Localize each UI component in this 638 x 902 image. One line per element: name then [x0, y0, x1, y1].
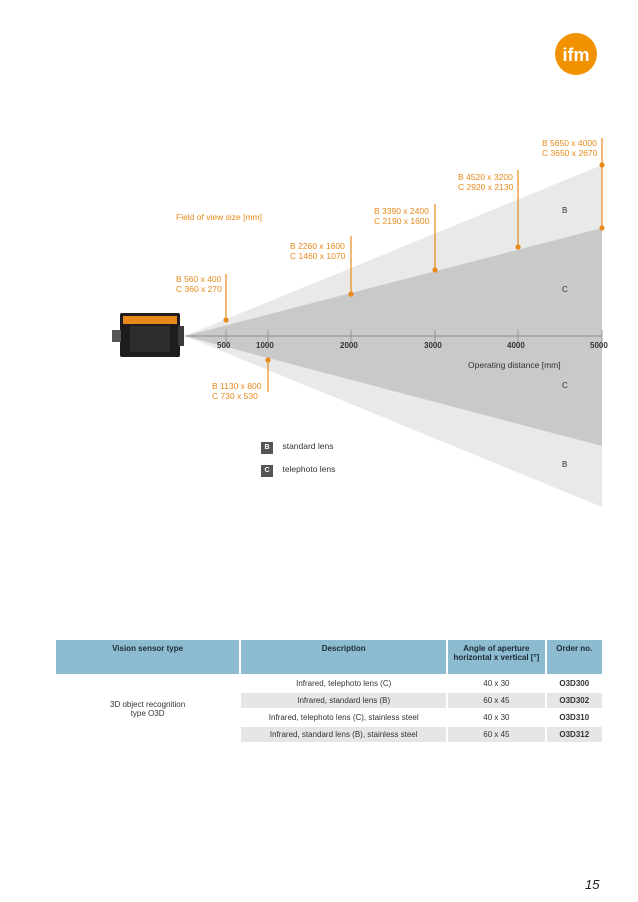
angle-cell: 60 x 45 — [448, 727, 545, 742]
header-description: Description — [241, 640, 447, 674]
telephoto-lens-cone — [185, 228, 602, 446]
legend: B standard lens C telephoto lens — [261, 436, 335, 477]
description-cell: Infrared, telephoto lens (C) — [296, 679, 392, 688]
tick-label: 3000 — [424, 341, 442, 350]
o3d-sensor-icon — [112, 313, 184, 357]
legend-item: C telephoto lens — [261, 459, 335, 477]
legend-item: B standard lens — [261, 436, 335, 454]
legend-text: telephoto lens — [282, 464, 336, 474]
type-cell: 3D object recognition type O3D — [110, 700, 186, 718]
angle-cell: 40 x 30 — [483, 679, 510, 688]
angle-cell: 60 x 45 — [448, 693, 545, 708]
tick-label: 1000 — [256, 341, 274, 350]
page-number: 15 — [585, 877, 600, 892]
region-label-lower-c: C — [562, 381, 568, 390]
legend-key: B — [261, 442, 273, 454]
operating-distance-title: Operating distance [mm] — [468, 360, 561, 370]
legend-key: C — [261, 465, 273, 477]
ifm-logo: ifm — [548, 30, 604, 81]
field-of-view-diagram — [112, 138, 605, 507]
description-cell: Infrared, standard lens (B) — [241, 693, 447, 708]
header-type: Vision sensor type — [56, 640, 240, 674]
tick-label: 500 — [217, 341, 231, 350]
description-cell: Infrared, standard lens (B), stainless s… — [241, 727, 447, 742]
table-row: 3D object recognition type O3D Infrared,… — [56, 676, 602, 718]
product-table: Vision sensor type Description Angle of … — [54, 638, 604, 744]
region-label-lower-b: B — [562, 460, 568, 469]
angle-cell: 40 x 30 — [483, 713, 510, 722]
legend-text: standard lens — [282, 441, 334, 451]
header-angle: Angle of aperture horizontal x vertical … — [448, 640, 545, 674]
tick-label: 4000 — [507, 341, 525, 350]
region-label-upper-c: C — [562, 285, 568, 294]
table-row: Infrared, standard lens (B) 60 x 45 O3D3… — [56, 693, 602, 708]
order-number-cell: O3D312 — [546, 727, 602, 742]
order-number-cell: O3D300 — [559, 679, 590, 688]
tick-label: 2000 — [340, 341, 358, 350]
description-cell: Infrared, telephoto lens (C), stainless … — [268, 713, 419, 722]
order-number-cell: O3D310 — [559, 713, 590, 722]
table-row: Infrared, telephoto lens (C), stainless … — [56, 710, 602, 725]
header-order: Order no. — [546, 640, 602, 674]
region-label-upper-b: B — [562, 206, 568, 215]
table-row: Infrared, standard lens (B), stainless s… — [56, 727, 602, 742]
order-number-cell: O3D302 — [546, 693, 602, 708]
tick-label: 5000 — [590, 341, 608, 350]
logo-text: ifm — [563, 45, 590, 65]
field-of-view-title: Field of view size [mm] — [176, 212, 262, 222]
